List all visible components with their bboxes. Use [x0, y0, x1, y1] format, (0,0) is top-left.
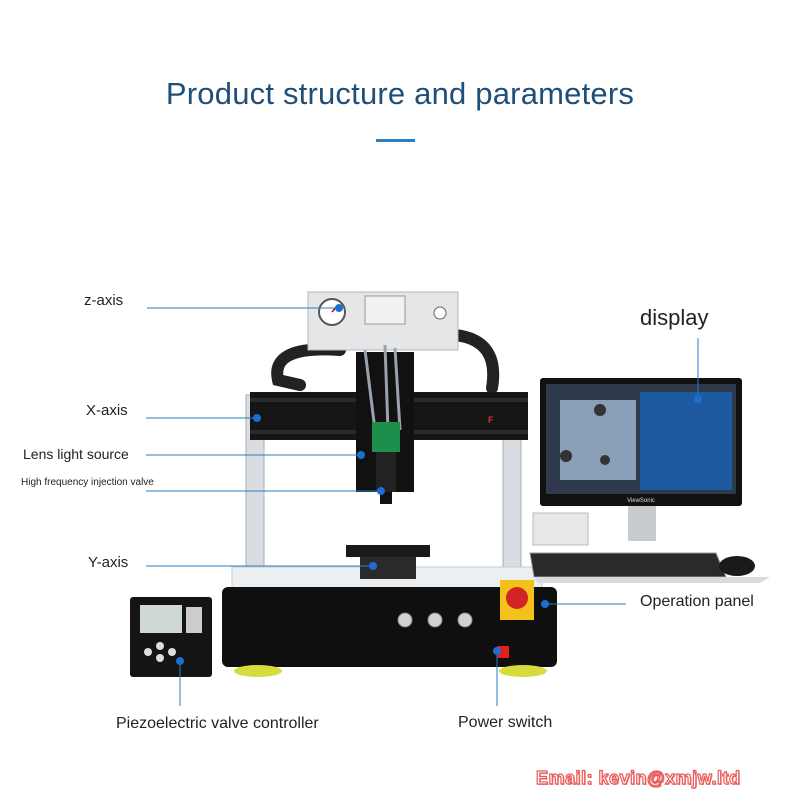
panel-button-1: [397, 612, 413, 628]
callout-dot-y-axis: [369, 562, 377, 570]
callout-dot-operation-panel: [541, 600, 549, 608]
valve-block: [364, 295, 406, 325]
cable-chain-right: [449, 329, 500, 394]
svg-text:F: F: [488, 415, 494, 425]
label-injection-valve: High frequency injection valve: [21, 477, 154, 488]
foot-right: [499, 665, 547, 677]
label-display: display: [640, 305, 709, 330]
callout-dot-z-axis: [335, 304, 343, 312]
callout-dot-piezo-controller: [176, 657, 184, 665]
monitor-mount: [532, 512, 589, 546]
email-watermark: Email: kevin@xmjw.ltd: [535, 767, 741, 788]
piezo-controller-screen: [140, 605, 182, 633]
callout-dot-lens-light: [357, 451, 365, 459]
lens-light-housing: [372, 422, 400, 452]
label-z-axis: z-axis: [84, 292, 124, 309]
cable-chain: [271, 343, 346, 391]
label-power-switch: Power switch: [458, 714, 553, 731]
label-y-axis: Y-axis: [88, 554, 129, 571]
callout-dot-injection-valve: [377, 487, 385, 495]
label-x-axis: X-axis: [86, 402, 128, 419]
y-axis-table: [346, 545, 430, 557]
page-title: Product structure and parameters: [165, 76, 635, 111]
monitor-arm: [628, 506, 656, 541]
knob: [433, 306, 447, 320]
mouse: [719, 556, 755, 576]
keyboard-tray: [534, 577, 770, 583]
label-operation-panel: Operation panel: [640, 593, 754, 610]
label-piezo-controller: Piezoelectric valve controller: [116, 715, 319, 732]
title-underline: [376, 139, 415, 142]
monitor-brand-text: ViewSonic: [627, 498, 655, 504]
callout-dot-power-switch: [493, 647, 501, 655]
callout-dot-x-axis: [253, 414, 261, 422]
label-lens-light-source: Lens light source: [23, 446, 129, 462]
emergency-stop-button: [506, 587, 528, 609]
panel-button-3: [457, 612, 473, 628]
screen-table: [640, 392, 732, 490]
foot-left: [234, 665, 282, 677]
keyboard: [529, 552, 727, 578]
callout-dot-display: [694, 395, 702, 403]
machine-base: [222, 587, 557, 667]
callouts: [146, 304, 702, 706]
panel-button-2: [427, 612, 443, 628]
injection-valve-body: [376, 452, 396, 492]
